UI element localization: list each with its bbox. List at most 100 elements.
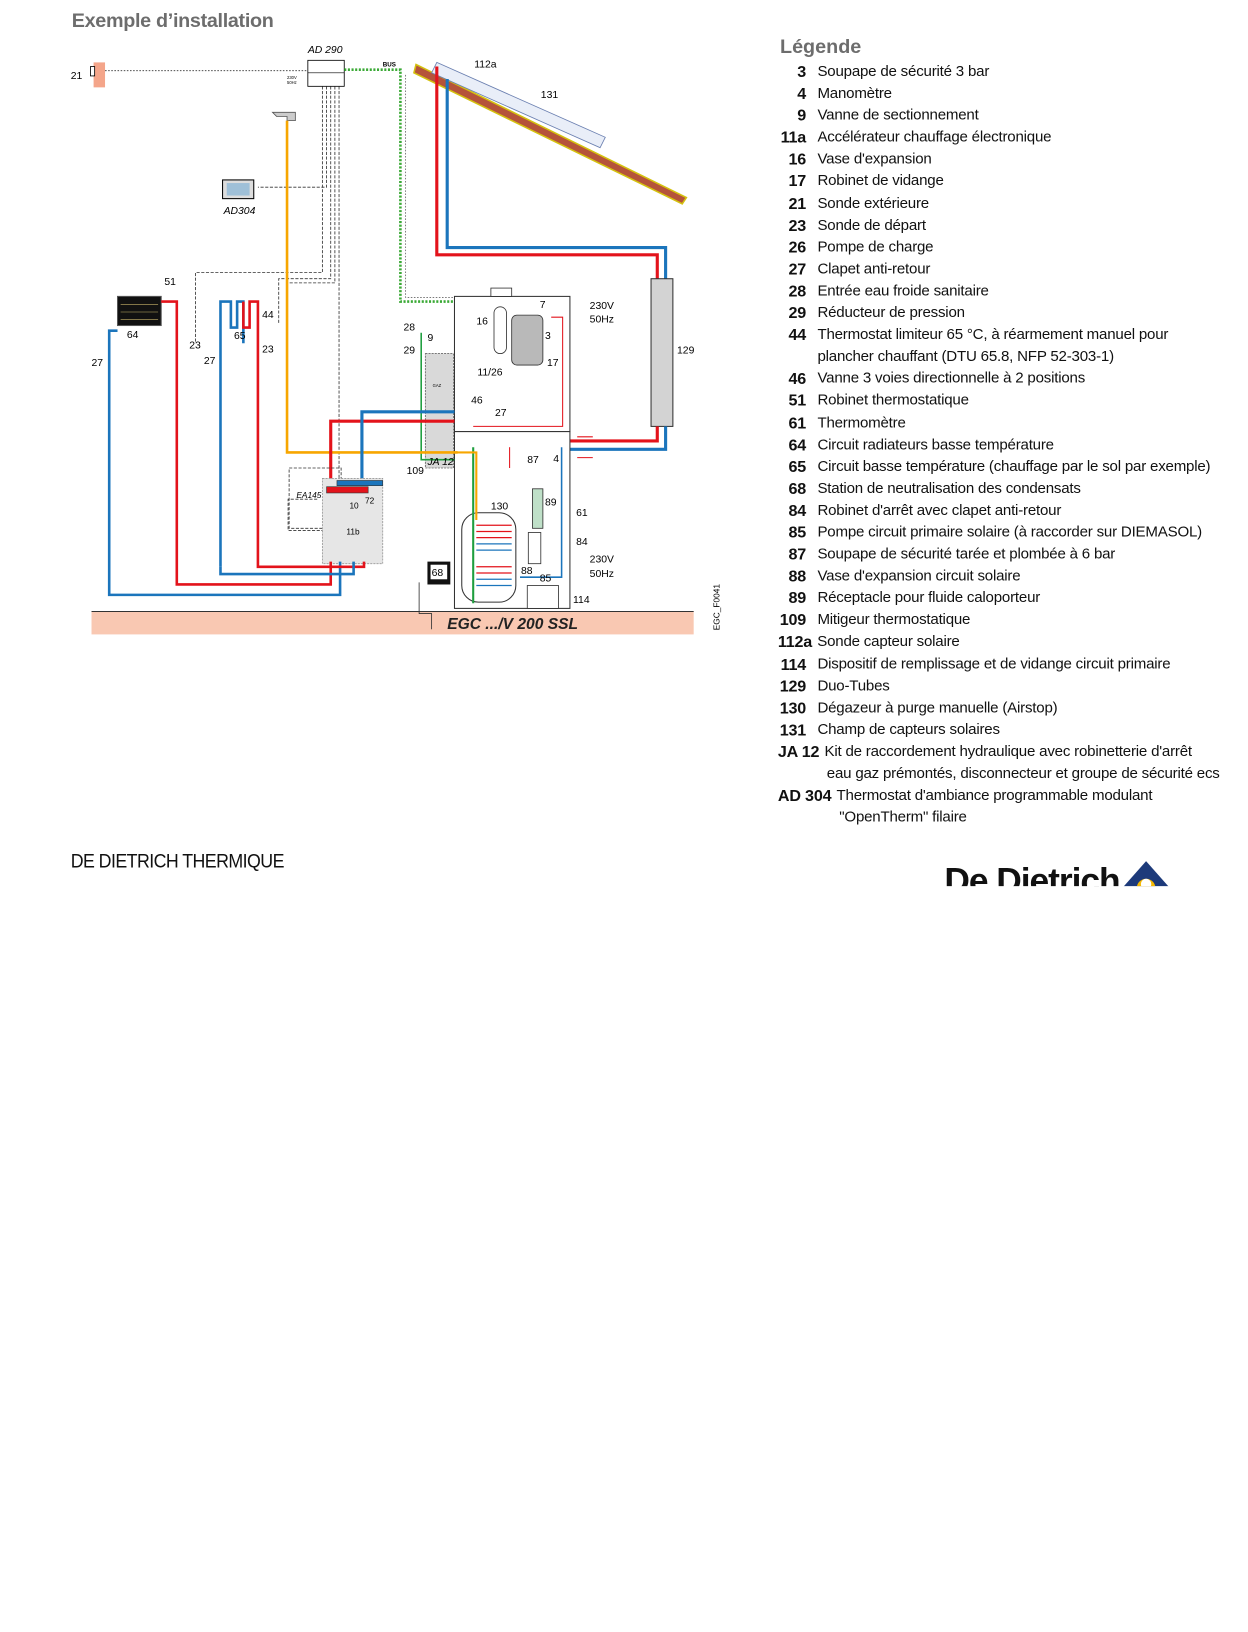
legend-text: Duo-Tubes <box>817 677 890 695</box>
legend-item: 68 Station de neutralisation des condensa… <box>778 478 1246 500</box>
label-130: 130 <box>491 502 509 513</box>
legend-text: Sonde extérieure <box>817 195 929 212</box>
legend-text: Réducteur de pression <box>817 304 965 322</box>
floor-flow <box>242 300 366 569</box>
label-16: 16 <box>476 316 488 327</box>
legend-text: Pompe de charge <box>817 238 934 256</box>
label-3: 3 <box>545 331 551 342</box>
solar-flow-pipe <box>435 66 659 279</box>
legend-text: Entrée eau froide sanitaire <box>817 282 989 300</box>
legend-number: 44 <box>788 326 806 345</box>
tap-icon <box>271 111 296 122</box>
label-46: 46 <box>471 396 483 407</box>
expansion-vessel <box>493 306 507 355</box>
legend-number: 27 <box>788 260 806 279</box>
legend-item: 9 Vanne de sectionnement <box>778 105 1246 127</box>
label-7: 7 <box>540 300 546 311</box>
legend-text: Vanne de sectionnement <box>817 107 979 124</box>
label-65: 65 <box>234 331 246 342</box>
label-28: 28 <box>404 323 416 334</box>
legend-text: Vanne 3 voies directionnelle à 2 positio… <box>817 370 1086 388</box>
legend-text-continued: eau gaz prémontés, disconnecteur et grou… <box>826 765 1220 783</box>
label-21: 21 <box>71 71 83 82</box>
label-ja12: JA 12 <box>426 457 453 468</box>
legend-number: 68 <box>788 480 806 498</box>
bus-wire <box>344 68 455 303</box>
label-27: 27 <box>92 358 104 369</box>
fluid-receptacle <box>532 488 544 529</box>
installation-diagram: AD 290 BUS 21 230V 50Hz AD304 112a 131 1… <box>71 45 722 635</box>
document-page: Exemple d’installation <box>70 10 1246 887</box>
legend-text: Mitigeur thermostatique <box>817 611 971 629</box>
legend-text: Kit de raccordement hydraulique avec rob… <box>824 743 1193 761</box>
legend-number: 51 <box>788 392 806 411</box>
ad290-box <box>307 59 345 87</box>
legend-text: Clapet anti-retour <box>817 260 931 278</box>
legend-item: 26 Pompe de charge <box>778 237 1246 259</box>
legend-text: Accélérateur chauffage électronique <box>817 129 1052 146</box>
legend-number: JA 12 <box>777 743 820 762</box>
legend-title: Légende <box>780 36 862 59</box>
legend-text: Manomètre <box>817 85 892 103</box>
legend-number: 46 <box>788 370 806 389</box>
legend-number: 89 <box>788 589 806 608</box>
footer-company: DE DIETRICH THERMIQUE <box>70 850 285 873</box>
label-27: 27 <box>495 408 507 419</box>
radiator-flow <box>161 300 333 586</box>
radiator <box>116 295 162 327</box>
legend-number: 85 <box>788 524 806 542</box>
solar-expansion-vessel <box>527 532 542 565</box>
legend-number: 9 <box>797 107 806 125</box>
outdoor-sensor-wall <box>93 62 106 88</box>
label-44: 44 <box>262 310 274 321</box>
roof <box>413 63 688 205</box>
legend-number: AD 304 <box>777 787 832 806</box>
legend-text-continued: "OpenTherm" filaire <box>839 809 967 826</box>
outdoor-sensor-icon <box>90 66 96 77</box>
label-131: 131 <box>541 90 559 101</box>
label-68: 68 <box>432 568 444 579</box>
control-wires <box>195 86 340 531</box>
legend-number: 17 <box>788 173 806 191</box>
legend-item: 27 Clapet anti-retour <box>778 259 1246 281</box>
legend-number: 87 <box>788 546 806 564</box>
legend-number: 61 <box>788 414 806 433</box>
label-89: 89 <box>545 497 557 508</box>
legend-text: Station de neutralisation des condensats <box>817 480 1081 497</box>
legend-number: 11a <box>780 129 807 147</box>
legend-item: 11a Accélérateur chauffage électronique <box>778 127 1246 149</box>
label-ad290: AD 290 <box>307 45 343 56</box>
legend-text: Thermomètre <box>817 414 906 432</box>
label-bus: BUS <box>383 62 396 69</box>
label-230v: 230V <box>590 555 614 566</box>
label-23: 23 <box>262 345 274 356</box>
brand-logo: De Dietrich <box>944 861 1170 887</box>
legend-text: Thermostat d'ambiance programmable modul… <box>836 787 1153 805</box>
label-10: 10 <box>349 501 359 511</box>
legend-text: Dégazeur à purge manuelle (Airstop) <box>817 699 1058 717</box>
label-88: 88 <box>521 566 533 577</box>
label-87: 87 <box>527 455 539 466</box>
radiator-return <box>107 329 342 597</box>
dhw-pipe <box>285 120 458 454</box>
label-17: 17 <box>547 358 559 369</box>
legend-number: 3 <box>797 63 806 82</box>
legend-text-continued: plancher chauffant (DTU 65.8, NFP 52-303… <box>817 348 1114 366</box>
legend-number: 26 <box>788 238 806 257</box>
label-50hz: 50Hz <box>287 80 297 85</box>
label-72: 72 <box>365 495 375 505</box>
label-129: 129 <box>677 346 695 357</box>
label-ea145: EA145 <box>296 490 321 500</box>
